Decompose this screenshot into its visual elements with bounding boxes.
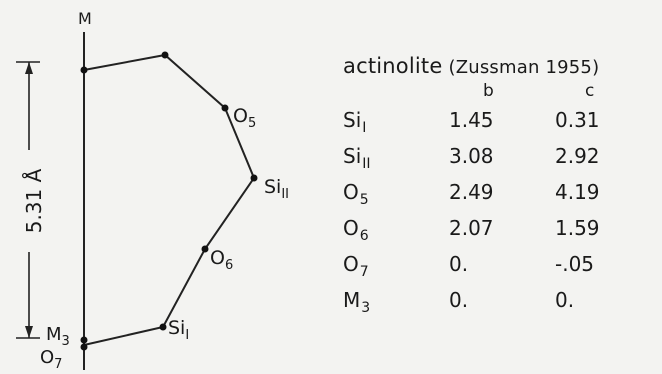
atom-dot-o6 bbox=[201, 245, 209, 253]
atom-dot-si1 bbox=[159, 323, 167, 331]
reference-citation: (Zussman 1955) bbox=[448, 57, 600, 78]
table-title: actinolite(Zussman 1955) bbox=[343, 54, 658, 78]
table-row: O6 2.07 1.59 bbox=[343, 216, 600, 244]
atom-label-si1: SiI bbox=[168, 317, 189, 343]
table-row: SiII 3.08 2.92 bbox=[343, 144, 600, 172]
atom-label-o6: O6 bbox=[210, 247, 233, 273]
atom-dot-o7 bbox=[80, 343, 88, 351]
atom-dot-top bbox=[80, 66, 88, 74]
table-row: SiI 1.45 0.31 bbox=[343, 108, 600, 136]
distance-label: 5.31 Å bbox=[22, 168, 46, 233]
atom-label-m3: M3 bbox=[46, 324, 70, 349]
table-row: M3 0. 0. bbox=[343, 288, 575, 316]
table-row: O5 2.49 4.19 bbox=[343, 180, 600, 208]
column-header-c: c bbox=[585, 81, 595, 101]
chain-diagram: M 5.31 Å O5 SiII O6 SiI M3 O7 bbox=[16, 9, 289, 372]
atom-dot-m3 bbox=[80, 336, 88, 344]
column-header-b: b bbox=[483, 81, 494, 101]
table-row: O7 0. -.05 bbox=[343, 252, 595, 280]
atom-label-o5: O5 bbox=[233, 105, 256, 131]
mineral-name: actinolite bbox=[343, 54, 443, 78]
atom-label-si2: SiII bbox=[264, 176, 289, 202]
atom-label-o7: O7 bbox=[40, 347, 62, 372]
table-header-row: b c bbox=[343, 80, 635, 102]
atom-dot-o5 bbox=[221, 104, 229, 112]
distance-marker: 5.31 Å bbox=[16, 61, 46, 339]
m-axis-label: M bbox=[78, 9, 92, 28]
coordinate-table: b c SiI 1.45 0.31 SiII 3.08 2.92 O5 2.49… bbox=[343, 80, 635, 318]
coordinate-table-panel: actinolite(Zussman 1955) b c SiI 1.45 0.… bbox=[343, 54, 658, 318]
atom-dot-upper bbox=[161, 51, 169, 59]
atom-dot-si2 bbox=[250, 174, 258, 182]
chain-bonds bbox=[83, 53, 256, 346]
